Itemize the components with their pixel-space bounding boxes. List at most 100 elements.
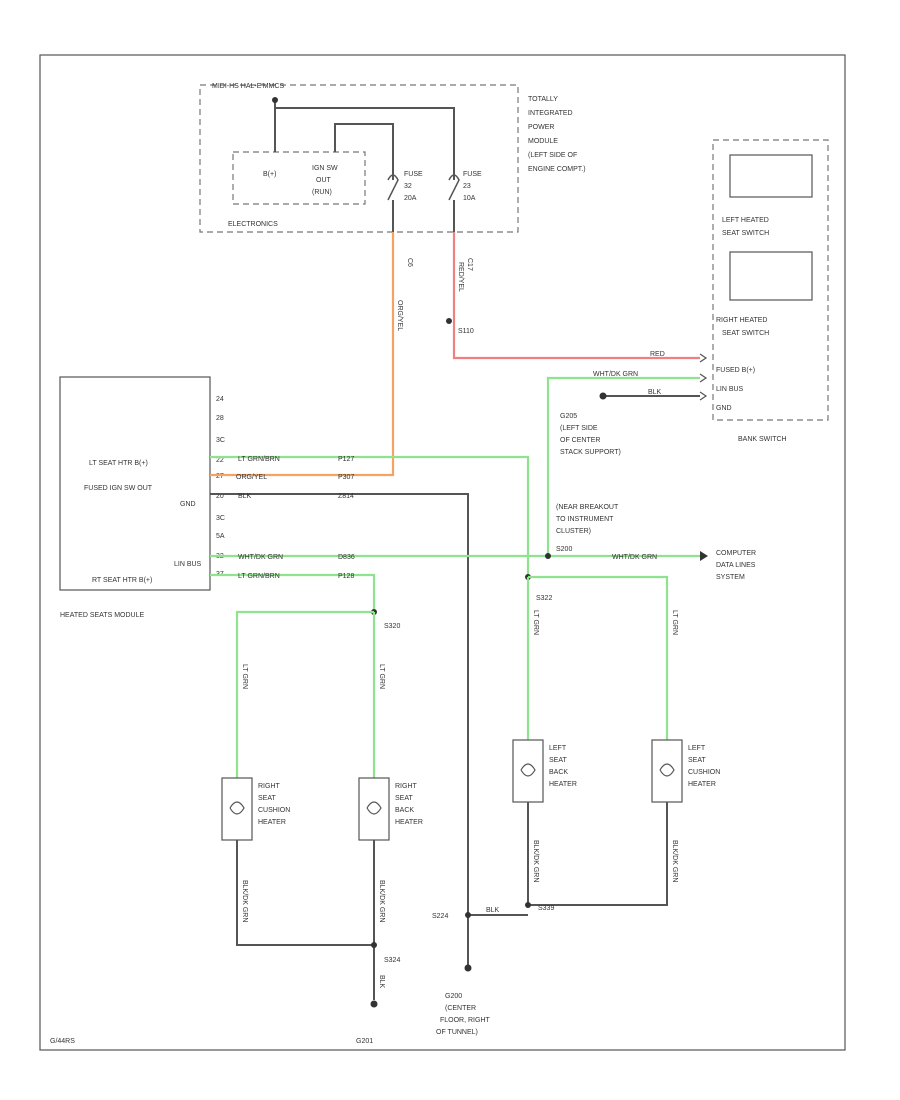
heater-label: BACK [549,769,568,776]
module-pin-number: 3C [216,437,225,444]
fuse-32-symbol [387,174,399,201]
fuse-23-label: 10A [463,195,476,202]
computer-label: COMPUTER [716,550,756,557]
tipm-block: MIDI-HS HAL-E'MMCS TOTALLY INTEGRATED PO… [199,83,586,233]
splice-s320-label: S320 [384,623,400,630]
splice-s110 [446,318,452,324]
wire-blk-label: BLK [238,493,252,500]
heater-box [512,739,544,803]
wire-red [452,232,700,360]
wire-lt-seat-htr [210,455,530,577]
wire-lt-label: LT GRN/BRN [238,456,280,463]
right-seat-back-heater: RIGHT SEAT BACK HEATER [358,777,423,841]
module-label: HEATED SEATS MODULE [60,612,144,619]
wire-blk-label: BLK [486,907,500,914]
wire-rt-seat-htr [210,573,376,612]
breakout-label: CLUSTER) [556,528,591,535]
tipm-wire [334,123,394,165]
wire-blk-vert-label: BLK/DK GRN [532,840,539,882]
wire-right-cushion-gnd [236,840,374,946]
connector-arrow [699,373,708,383]
heater-label: HEATER [549,781,577,788]
g205-label: OF CENTER [560,437,600,444]
ground-g201-label: G201 [356,1038,373,1045]
breakout-label: (NEAR BREAKOUT [556,504,619,511]
splice-s339 [525,902,531,908]
wire-lt-grn-label: LT GRN [241,664,248,689]
g205-label: (LEFT SIDE [560,425,598,432]
bank-switch-label: BANK SWITCH [738,436,787,443]
left-seat-back-heater: LEFT SEAT BACK HEATER [512,739,577,803]
heater-label: HEATER [395,819,423,826]
ground-g200-label: FLOOR, RIGHT [440,1017,491,1024]
splice-s339-label: S339 [538,905,554,912]
wire-lin-label: WHT/DK GRN [238,554,283,561]
wire-red-label: RED [650,351,665,358]
ground-g200-label: OF TUNNEL) [436,1029,478,1036]
ign-out-label: OUT [316,177,332,184]
fuse-23-label: 23 [463,183,471,190]
wire-blk-vert-label: BLK/DK GRN [671,840,678,882]
heater-label: HEATER [258,819,286,826]
heater-element-icon [659,763,675,777]
wire-left-cushion [528,575,669,740]
right-seat-cushion-heater: RIGHT SEAT CUSHION HEATER [221,777,290,841]
heater-label: LEFT [549,745,567,752]
ign-out-label: (RUN) [312,189,332,196]
heater-label: SEAT [549,757,567,764]
wire-lt-grn-label: LT GRN [532,610,539,635]
tipm-title: TOTALLY INTEGRATED POWER MODULE (LEFT SI… [528,96,586,173]
bank-switch-block: LEFT HEATED SEAT SWITCH RIGHT HEATED SEA… [712,139,829,443]
module-pin-number: 22 [216,457,224,464]
wire-blk-vert-label: BLK/DK GRN [241,880,248,922]
wire-p127-label: P127 [338,456,354,463]
heater-label: LEFT [688,745,706,752]
module-pin-number: 5A [216,533,225,540]
splice-s200 [545,553,551,559]
fuse-23-symbol [448,174,460,201]
splice-s110-label: S110 [458,328,474,335]
fuse-32-label: FUSE [404,171,423,178]
diagram-footer-code: G/44RS [50,1038,75,1045]
wire-lin-label: WHT/DK GRN [593,371,638,378]
splice-s200-label: S200 [556,546,572,553]
heater-element-icon [366,801,382,815]
wire-lin-label: WHT/DK GRN [612,554,657,561]
left-seat-cushion-heater: LEFT SEAT CUSHION HEATER [651,739,720,803]
module-pin-label: RT SEAT HTR B(+) [92,577,152,584]
wire-blk-label: BLK [648,389,662,396]
heater-label: HEATER [688,781,716,788]
splice-s324-label: S324 [384,957,400,964]
module-pin-label: LT SEAT HTR B(+) [89,460,148,467]
right-switch-label: RIGHT HEATED [716,317,767,324]
electronics-label: ELECTRONICS [228,221,278,228]
tipm-title-line: POWER [528,124,554,131]
heater-element-icon [520,763,536,777]
wire-lin-bus [546,376,700,558]
splice-s224-label: S224 [432,913,448,920]
heater-box [221,777,253,841]
electronics-outline [232,151,366,205]
g205-label: G205 [560,413,577,420]
left-switch-label: LEFT HEATED [722,217,769,224]
computer-label: SYSTEM [716,574,745,581]
module-pin-number: 24 [216,396,224,403]
wire-blk-vert-label: BLK [378,975,385,989]
module-pin-number: 28 [216,415,224,422]
wire-left-gnd [527,802,668,906]
ground-g200-label: G200 [445,993,462,1000]
tipm-header: MIDI-HS HAL-E'MMCS [212,83,284,90]
heater-label: RIGHT [395,783,418,790]
module-pin-number: 3C [216,515,225,522]
bplus-label: B(+) [263,171,276,178]
module-pin-number: 27 [216,473,224,480]
wire-d836-label: D836 [338,554,355,561]
bank-pin-label: LIN BUS [716,386,744,393]
wire-p307-label: P307 [338,474,354,481]
wire-rt-label: LT GRN/BRN [238,573,280,580]
ground-g201 [370,1000,378,1008]
module-pin-label: FUSED IGN SW OUT [84,485,153,492]
module-pin-label: GND [180,501,196,508]
tipm-title-line: TOTALLY [528,96,558,103]
ground-g200-label: (CENTER [445,1005,476,1012]
